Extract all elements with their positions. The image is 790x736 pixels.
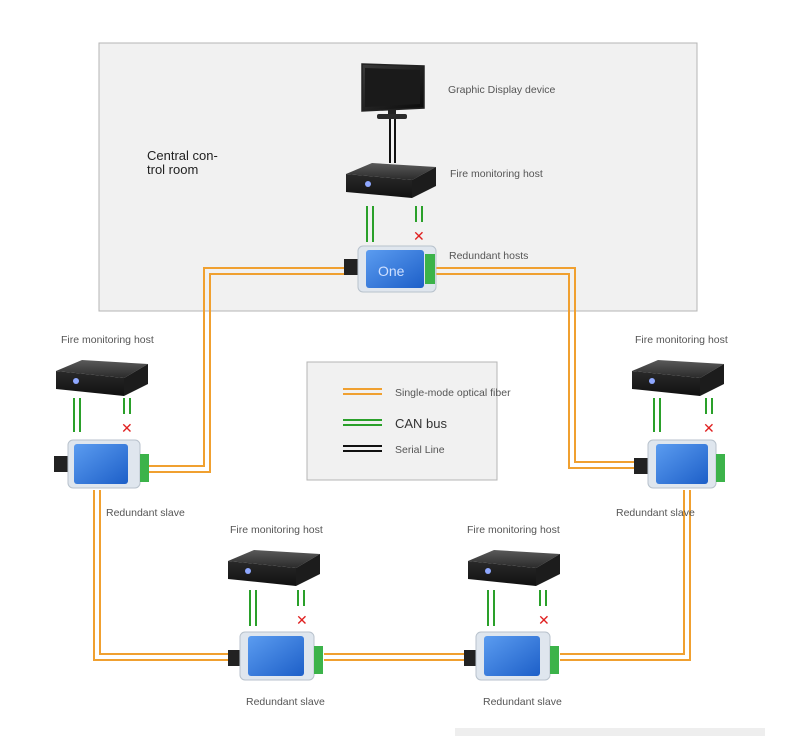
bottom-right-redundant-slave-device (464, 631, 559, 681)
fault-x-icon: ✕ (413, 229, 425, 245)
fault-x-icon: ✕ (703, 421, 715, 437)
legend-can-label: CAN bus (395, 416, 448, 431)
bottom-left-fire-monitoring-host (228, 550, 320, 586)
can-bus-bottom-right (487, 590, 547, 626)
left-slave-label: Redundant slave (106, 507, 185, 519)
central-redundant-host-device: One (344, 245, 437, 293)
left-redundant-slave-device (54, 439, 149, 489)
serial-line-central (389, 119, 396, 163)
fault-x-icon: ✕ (296, 613, 308, 629)
left-host-label: Fire monitoring host (61, 334, 154, 346)
central-host-label: Fire monitoring host (450, 168, 543, 180)
fiber-routes (93, 267, 691, 661)
bottom-right-slave-label: Redundant slave (483, 696, 562, 708)
control-room-label-2: trol room (147, 162, 198, 177)
central-fire-monitoring-host (346, 163, 436, 198)
can-bus-right (653, 398, 713, 432)
display-monitor (361, 63, 425, 119)
fault-x-icon: ✕ (121, 421, 133, 437)
display-label: Graphic Display device (448, 84, 556, 96)
legend-serial-swatch (343, 445, 382, 452)
watermark-strip (455, 728, 765, 736)
right-slave-label: Redundant slave (616, 507, 695, 519)
fault-x-icon: ✕ (538, 613, 550, 629)
can-bus-central (366, 206, 423, 242)
control-room-label-1: Central con- (147, 148, 218, 163)
central-device-text: One (378, 263, 405, 279)
can-bus-bottom-left (249, 590, 305, 626)
bottom-right-fire-monitoring-host (468, 550, 560, 586)
right-redundant-slave-device (634, 439, 725, 489)
right-host-label: Fire monitoring host (635, 334, 728, 346)
bottom-left-redundant-slave-device (228, 631, 323, 681)
bottom-left-slave-label: Redundant slave (246, 696, 325, 708)
legend-can-swatch (343, 419, 382, 426)
can-bus-left (73, 398, 131, 432)
legend-serial-label: Serial Line (395, 444, 445, 456)
legend-fiber-swatch (343, 388, 382, 395)
bottom-left-host-label: Fire monitoring host (230, 524, 323, 536)
legend-fiber-label: Single-mode optical fiber (395, 387, 511, 399)
legend: Single-mode optical fiber CAN bus Serial… (306, 361, 511, 481)
redundant-hosts-label: Redundant hosts (449, 250, 528, 262)
right-fire-monitoring-host (632, 360, 724, 396)
bottom-right-host-label: Fire monitoring host (467, 524, 560, 536)
left-fire-monitoring-host (56, 360, 148, 396)
